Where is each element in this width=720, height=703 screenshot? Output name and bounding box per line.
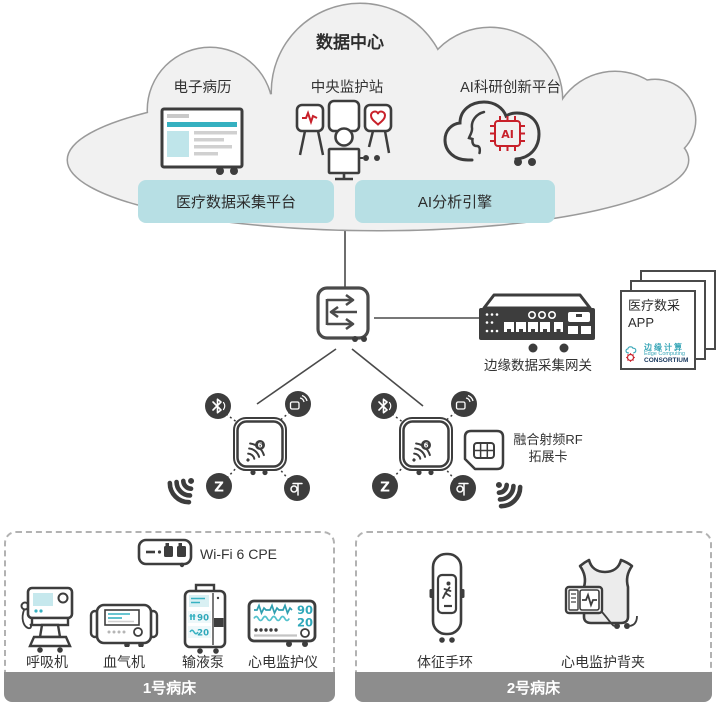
ventilator-icon xyxy=(20,586,74,653)
medical-records-icon xyxy=(160,107,244,175)
device-label-infusion-pump: 输液泵 xyxy=(182,654,224,670)
infusion-pump-icon: 90 20 xyxy=(183,583,227,654)
platform-banner-ai-engine: AI分析引擎 xyxy=(355,180,555,223)
consortium-cloud-gear-icon xyxy=(625,346,637,362)
monitor-value-bottom: 20 xyxy=(297,616,313,630)
ecg-wave-glyph xyxy=(254,603,293,616)
heart-glyph xyxy=(369,110,387,126)
z-wave-icon xyxy=(372,473,398,499)
blood-gas-machine-icon xyxy=(89,603,159,647)
bed2-bar: 2号病床 xyxy=(355,672,712,702)
runner-glyph xyxy=(442,581,452,599)
bed1-bar: 1号病床 xyxy=(4,672,335,702)
wifi6-number: 6 xyxy=(424,442,429,450)
platform-banner-label: 医疗数据采集平台 xyxy=(175,194,296,211)
pleth-wave-glyph xyxy=(253,615,290,622)
pump-value-top: 90 xyxy=(197,614,209,624)
network-switch-icon xyxy=(316,286,370,342)
consortium-name-cn: 边缘计算 xyxy=(644,343,684,353)
rf-card-label-line1: 融合射频RF xyxy=(513,432,583,447)
app-card: 医疗数采 APP 边缘计算 Edge Computing CONSORTIUM xyxy=(620,290,696,370)
pump-value-bottom: 20 xyxy=(197,629,209,639)
app-card-title-line2: APP xyxy=(628,315,655,330)
cpe-label: Wi-Fi 6 CPE xyxy=(200,546,277,562)
platform-banner-label: AI分析引擎 xyxy=(417,194,493,211)
ecg-wave-glyph xyxy=(582,592,597,608)
ecg-wave-glyph xyxy=(302,110,318,126)
device-label-ecg-vest: 心电监护背夹 xyxy=(561,654,645,670)
sim-card-icon xyxy=(463,429,505,471)
rfid-icon xyxy=(285,391,311,417)
gateway-label: 边缘数据采集网关 xyxy=(484,358,592,373)
edge-gateway-icon xyxy=(479,293,595,353)
z-wave-icon xyxy=(206,473,232,499)
wifi6-cpe-icon xyxy=(137,538,193,568)
rfid-icon xyxy=(451,391,477,417)
edge-computing-consortium-logo: 边缘计算 Edge Computing CONSORTIUM xyxy=(625,343,692,365)
rf-module-b: Z 6 xyxy=(371,391,477,501)
device-label-vital-band: 体征手环 xyxy=(417,654,473,670)
device-label-blood-gas: 血气机 xyxy=(103,654,145,670)
device-label-ventilator: 呼吸机 xyxy=(26,654,68,670)
z-wave-letter: Z xyxy=(214,480,224,496)
service-label-ai-platform: AI科研创新平台 xyxy=(460,80,561,96)
ai-research-platform-icon: AI xyxy=(443,100,541,166)
bed1-bar-label: 1号病床 xyxy=(142,679,197,697)
wifi-signal-left xyxy=(167,477,195,505)
app-card-title-line1: 医疗数采 xyxy=(628,298,681,313)
service-label-central-station: 中央监护站 xyxy=(310,80,384,96)
consortium-name-en2: CONSORTIUM xyxy=(644,357,689,365)
cloud-outline xyxy=(443,100,541,162)
z-wave-letter: Z xyxy=(380,480,390,496)
wifi-signal-right xyxy=(495,481,523,509)
cloud-title: 数据中心 xyxy=(316,33,384,52)
face-profile-glyph xyxy=(467,110,486,155)
bed2-bar-label: 2号病床 xyxy=(506,679,561,697)
vital-band-icon xyxy=(429,552,465,643)
monitor-value-top: 90 xyxy=(297,603,313,617)
rf-module-a: Z 6 xyxy=(205,391,311,501)
ecg-vest-clip-icon xyxy=(564,558,638,629)
central-monitor-station-icon xyxy=(295,99,393,181)
ai-chip-label: AI xyxy=(501,128,514,141)
rf-card-label: 融合射频RF 拓展卡 xyxy=(502,431,594,465)
device-label-ecg-monitor: 心电监护仪 xyxy=(248,654,318,670)
ai-chip-glyph xyxy=(490,116,525,151)
ecg-monitor-icon: 90 20 xyxy=(247,599,317,647)
rf-card-label-line2: 拓展卡 xyxy=(528,449,568,464)
platform-banner-data-collection: 医疗数据采集平台 xyxy=(138,180,334,223)
consortium-name-en: Edge Computing xyxy=(644,351,685,358)
wifi6-number: 6 xyxy=(258,442,263,450)
service-label-emr: 电子病历 xyxy=(173,80,232,96)
